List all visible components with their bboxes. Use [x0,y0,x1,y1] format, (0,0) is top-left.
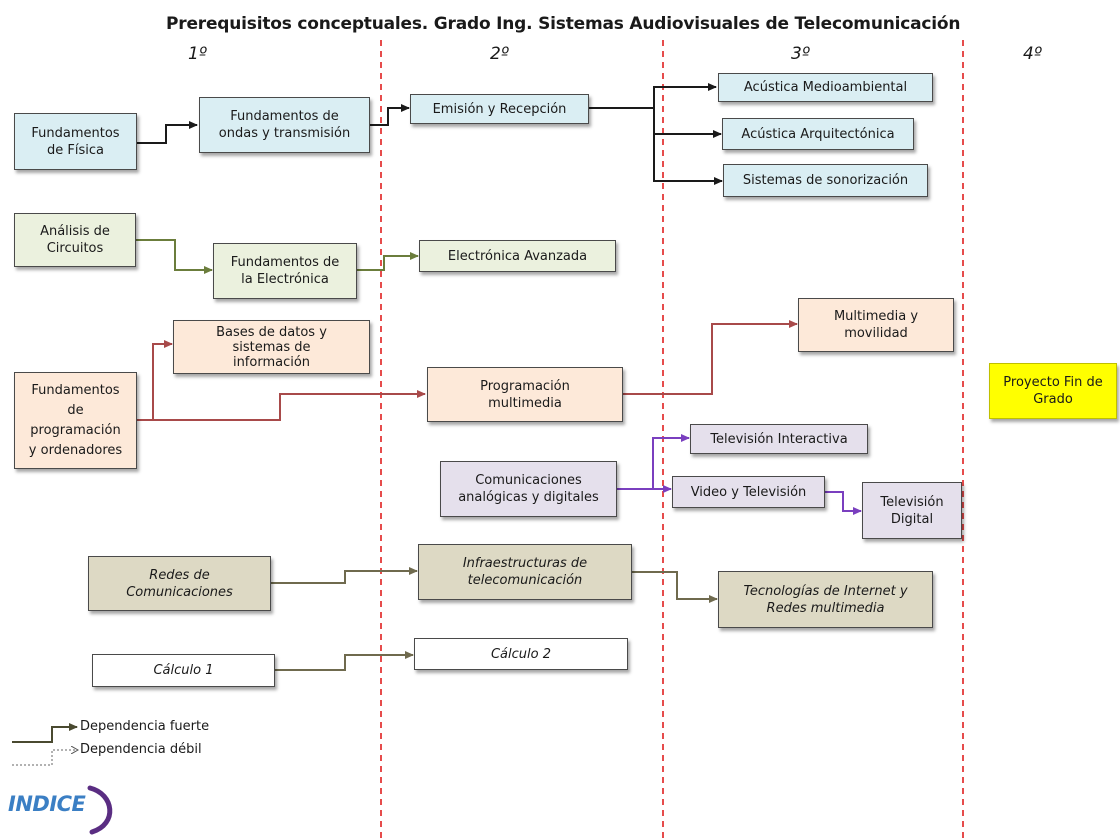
diagram-title: Prerequisitos conceptuales. Grado Ing. S… [166,14,961,34]
arrow-electronica-to-avanzada [357,252,419,271]
arrow-ondas-to-emision [370,104,410,126]
arrow-fisica-to-ondas [137,121,198,144]
course-bases-datos: Bases de datos y sistemas de información [173,320,370,374]
course-acustica-medioambiental: Acústica Medioambiental [718,73,933,102]
course-tecnologias-internet: Tecnologías de Internet y Redes multimed… [718,571,933,628]
course-emision-recepcion: Emisión y Recepción [410,94,589,124]
legend-weak-label: Dependencia débil [80,742,202,757]
course-acustica-arquitectonica: Acústica Arquitectónica [722,118,914,150]
course-television-digital: Televisión Digital [862,482,962,539]
legend-weak-line [12,750,78,766]
arrow-circuitos-to-electronica [136,239,213,274]
indice-arc-icon [87,785,113,835]
course-redes-comunicaciones: Redes de Comunicaciones [88,556,271,611]
course-multimedia-movilidad: Multimedia y movilidad [798,298,954,352]
arrow-redes-to-infraestructuras [271,567,418,584]
year-label-3: 3º [791,44,810,64]
arrow-programacion-to-multimedia [153,390,426,421]
course-fundamentos-programacion: Fundamentos de programación y ordenadore… [14,372,137,469]
arrow-emision-to-sonorizacion [653,134,723,185]
legend-strong-line [12,723,78,743]
year-dividers [380,40,964,840]
legend-strong-label: Dependencia fuerte [80,719,210,734]
course-calculo-1: Cálculo 1 [92,654,275,687]
arrow-infraestructuras-to-internet [632,571,718,603]
arrow-programacion-to-bases [137,340,173,421]
course-video-television: Video y Televisión [672,476,825,508]
course-proyecto-fin-grado: Proyecto Fin de Grado [989,363,1117,419]
indice-link[interactable]: INDICE [8,792,86,816]
arrow-calculo1-to-calculo2 [275,651,414,671]
course-electronica-avanzada: Electrónica Avanzada [419,240,616,272]
year-label-4: 4º [1023,44,1042,64]
course-fundamentos-fisica: Fundamentos de Física [14,113,137,170]
arrow-multimedia-to-movilidad [623,320,798,395]
course-calculo-2: Cálculo 2 [414,638,628,670]
course-fundamentos-electronica: Fundamentos de la Electrónica [213,243,357,299]
arrow-emision-to-arquitectonica [653,108,722,138]
course-programacion-multimedia: Programación multimedia [427,367,623,422]
course-sistemas-sonorizacion: Sistemas de sonorización [723,164,928,197]
course-infraestructuras: Infraestructuras de telecomunicación [418,544,632,600]
arrow-video-to-digital [825,491,862,515]
year-label-2: 2º [490,44,509,64]
arrow-emision-to-medioambiental [589,83,717,109]
course-comunicaciones: Comunicaciones analógicas y digitales [440,461,617,517]
course-fundamentos-ondas: Fundamentos de ondas y transmisión [199,97,370,153]
course-television-interactiva: Televisión Interactiva [690,424,868,454]
year-label-1: 1º [188,44,207,64]
course-analisis-circuitos: Análisis de Circuitos [14,213,136,267]
